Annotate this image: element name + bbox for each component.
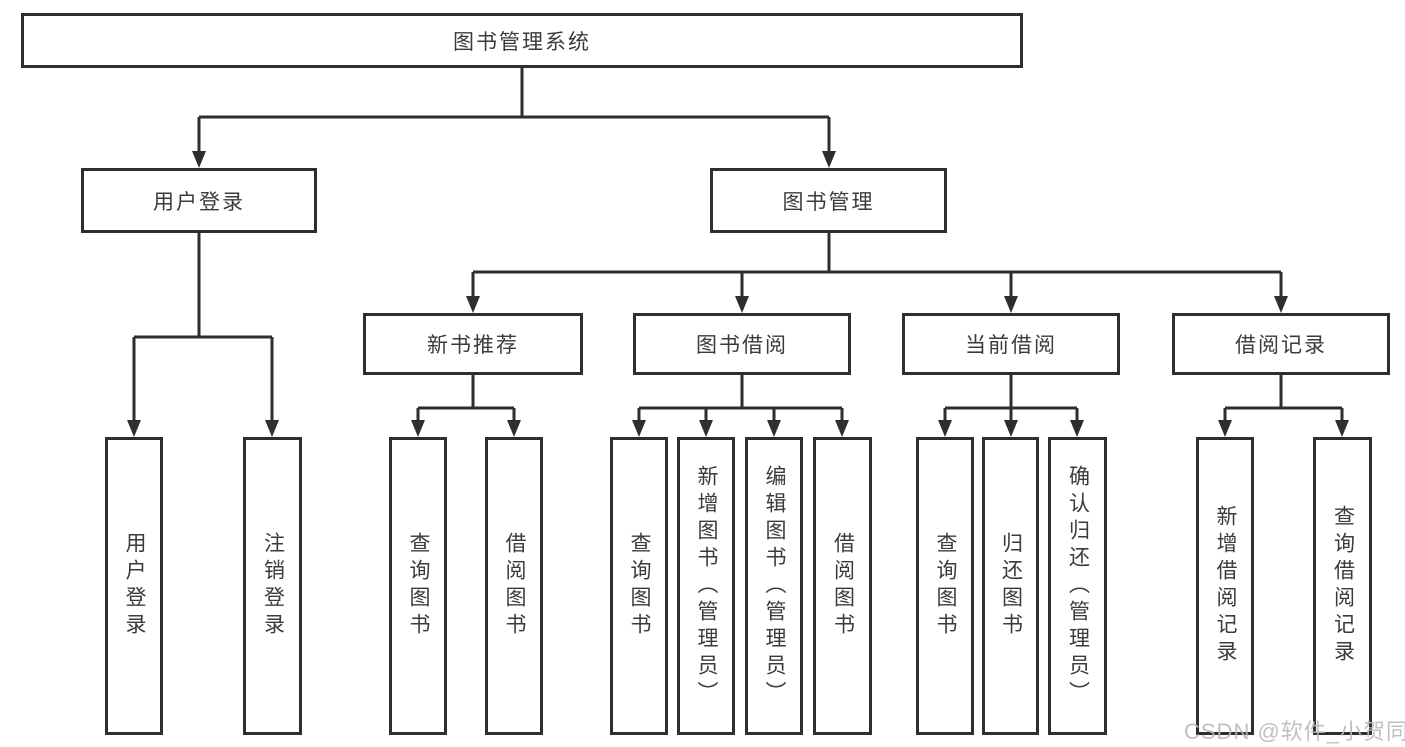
node-book-borrowing: 图书借阅 bbox=[633, 313, 851, 375]
leaf-label: 确认归还（管理员） bbox=[1066, 464, 1090, 708]
leaf-query-borrow-record: 查询借阅记录 bbox=[1313, 437, 1372, 735]
node-label: 图书借阅 bbox=[696, 334, 788, 357]
node-current-borrowing: 当前借阅 bbox=[902, 313, 1120, 375]
node-book-management-branch: 图书管理 bbox=[710, 168, 947, 233]
leaf-query-books-1: 查询图书 bbox=[389, 437, 447, 735]
leaf-add-books-admin: 新增图书（管理员） bbox=[677, 437, 735, 735]
leaf-label: 查询图书 bbox=[628, 532, 651, 640]
leaf-user-login: 用户登录 bbox=[105, 437, 163, 735]
leaf-borrow-books-2: 借阅图书 bbox=[813, 437, 872, 735]
leaf-logout: 注销登录 bbox=[243, 437, 302, 735]
leaf-label: 查询借阅记录 bbox=[1331, 505, 1355, 667]
leaf-confirm-return-admin: 确认归还（管理员） bbox=[1048, 437, 1107, 735]
leaf-label: 编辑图书（管理员） bbox=[763, 464, 786, 708]
node-label: 借阅记录 bbox=[1235, 334, 1327, 357]
leaf-add-borrow-record: 新增借阅记录 bbox=[1196, 437, 1254, 735]
leaf-label: 借阅图书 bbox=[503, 532, 526, 640]
leaf-label: 查询图书 bbox=[407, 532, 430, 640]
arrowheads bbox=[127, 151, 1349, 437]
csdn-watermark: CSDN @软件_小贺同学 bbox=[1184, 719, 1405, 744]
leaf-label: 新增借阅记录 bbox=[1214, 505, 1237, 667]
leaf-label: 借阅图书 bbox=[831, 532, 855, 640]
node-root-label: 图书管理系统 bbox=[453, 30, 591, 54]
leaf-label: 查询图书 bbox=[934, 532, 957, 640]
leaf-label: 注销登录 bbox=[261, 532, 285, 640]
leaf-edit-books-admin: 编辑图书（管理员） bbox=[745, 437, 803, 735]
node-label: 用户登录 bbox=[153, 190, 245, 214]
leaf-label: 归还图书 bbox=[999, 532, 1023, 640]
node-new-book-recommend: 新书推荐 bbox=[363, 313, 583, 375]
node-root-system: 图书管理系统 bbox=[21, 13, 1023, 68]
leaf-query-books-3: 查询图书 bbox=[916, 437, 974, 735]
leaf-label: 新增图书（管理员） bbox=[695, 464, 718, 708]
leaf-label: 用户登录 bbox=[123, 532, 146, 640]
node-borrowing-records: 借阅记录 bbox=[1172, 313, 1390, 375]
node-user-login-branch: 用户登录 bbox=[81, 168, 317, 233]
leaf-query-books-2: 查询图书 bbox=[610, 437, 668, 735]
node-label: 当前借阅 bbox=[965, 334, 1057, 357]
leaf-return-books: 归还图书 bbox=[982, 437, 1039, 735]
leaf-borrow-books-1: 借阅图书 bbox=[485, 437, 543, 735]
node-label: 新书推荐 bbox=[427, 334, 519, 357]
node-label: 图书管理 bbox=[782, 190, 875, 214]
